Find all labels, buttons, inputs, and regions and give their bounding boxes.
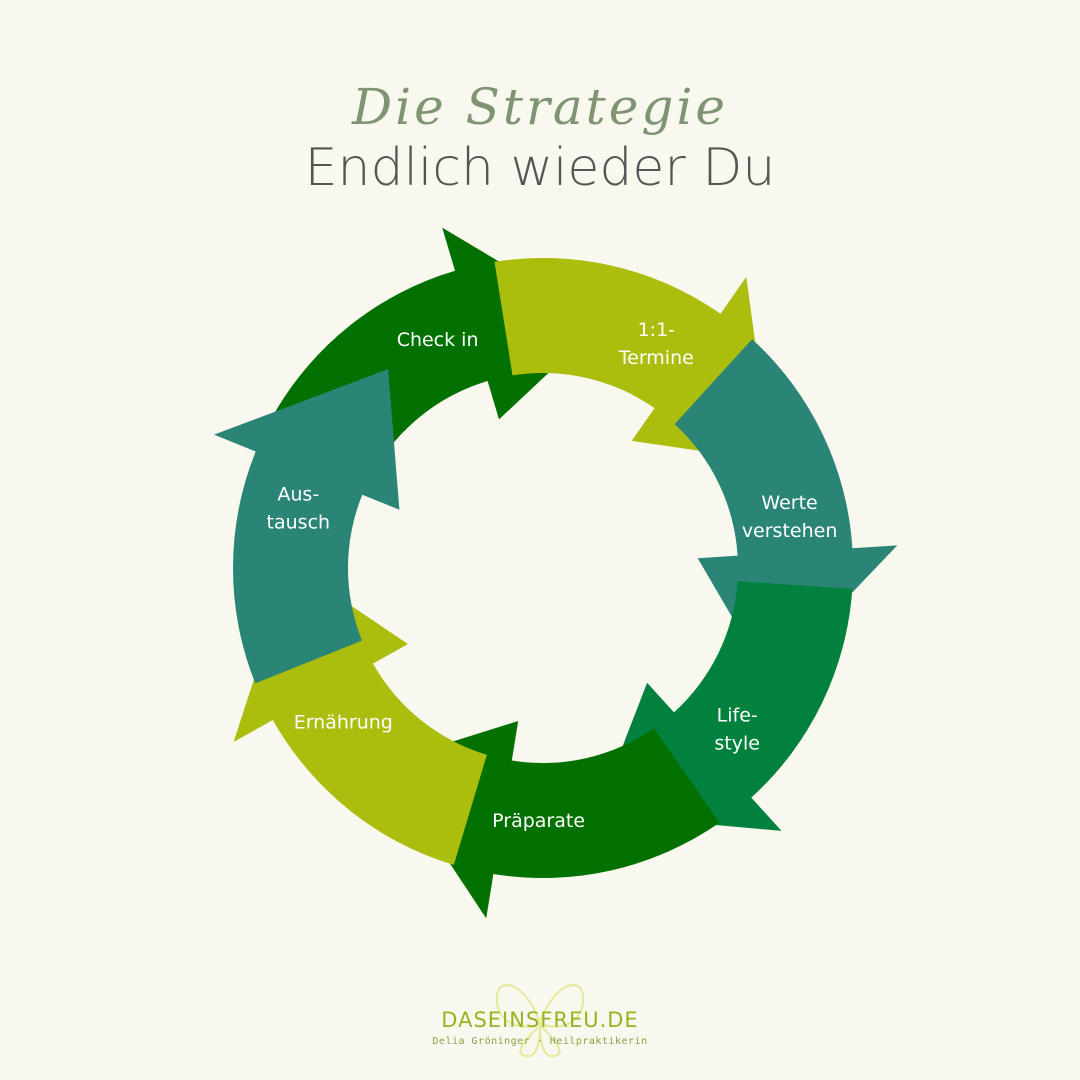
brand-name: DASEINSFREU.DE (441, 1008, 639, 1032)
cycle-arrow-6 (214, 369, 400, 684)
cycle-step-label-7: Check in (397, 329, 479, 351)
script-subtitle: Die Strategie (352, 78, 728, 136)
cycle-step-label-5: Ernährung (294, 712, 393, 734)
cycle-step-label-3: Life-style (714, 705, 760, 755)
cycle-step-label-6: Aus-tausch (267, 484, 331, 534)
cycle-step-label-1: 1:1-Termine (618, 319, 694, 369)
cycle-step-label-4: Präparate (492, 810, 585, 832)
brand-subtitle: Delia Gröninger · Heilpraktikerin (432, 1036, 648, 1047)
butterfly-logo-icon (495, 984, 585, 1058)
page-title: Endlich wieder Du (304, 138, 776, 198)
